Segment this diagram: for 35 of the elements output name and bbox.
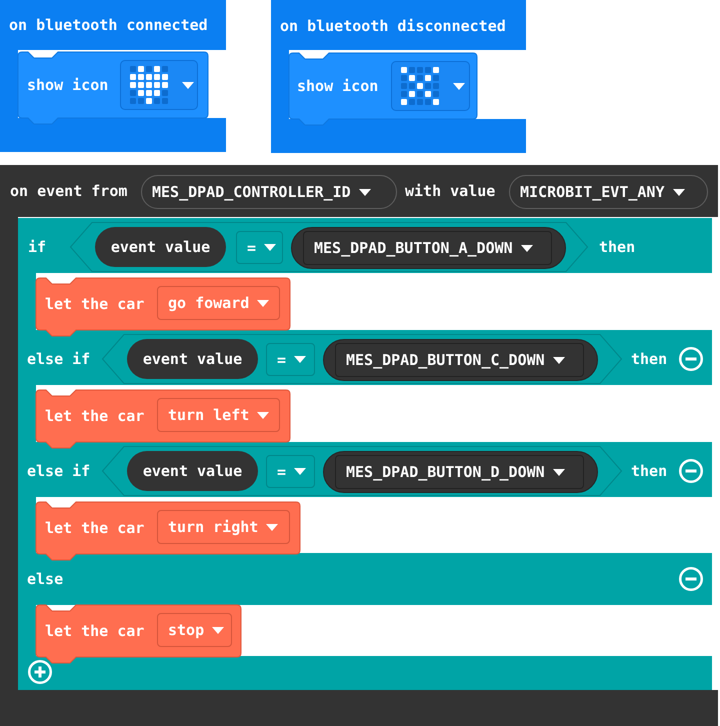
block-text: let the car xyxy=(45,294,144,314)
block-text: then xyxy=(599,237,636,257)
dropdown: MES_DPAD_BUTTON_C_DOWN xyxy=(335,343,584,377)
dropdown: stop xyxy=(157,613,232,647)
block-text: on event from xyxy=(10,181,128,201)
block-text: on bluetooth disconnected xyxy=(280,16,506,36)
block-text: let the car xyxy=(45,406,144,426)
value-reporter xyxy=(323,339,598,381)
block-text: let the car xyxy=(45,518,144,538)
block-text: if xyxy=(28,237,46,257)
block-text: else if xyxy=(27,461,90,481)
block-text: then xyxy=(631,349,668,369)
block-text: show icon xyxy=(27,75,108,95)
block-text: on bluetooth connected xyxy=(9,15,208,35)
value-reporter: event value xyxy=(127,451,258,491)
block-text: let the car xyxy=(45,621,144,641)
dropdown: = xyxy=(266,343,315,376)
block-text: else if xyxy=(27,349,90,369)
value-reporter: event value xyxy=(95,227,226,267)
dropdown: = xyxy=(236,231,283,264)
dropdown: turn right xyxy=(157,510,290,544)
value-reporter xyxy=(291,227,566,269)
value-reporter xyxy=(323,451,598,493)
block-text: show icon xyxy=(297,76,378,96)
block-text: then xyxy=(631,461,668,481)
dropdown: MES_DPAD_BUTTON_D_DOWN xyxy=(335,455,584,489)
dropdown: = xyxy=(266,455,315,488)
block-text: with value xyxy=(405,181,496,201)
dropdown: MES_DPAD_BUTTON_A_DOWN xyxy=(303,231,552,265)
dropdown: turn left xyxy=(157,398,280,432)
block-text: else xyxy=(27,569,64,589)
dropdown: MES_DPAD_CONTROLLER_ID xyxy=(141,175,397,209)
dropdown: MICROBIT_EVT_ANY xyxy=(509,175,708,209)
value-reporter: event value xyxy=(127,339,258,379)
dropdown: go foward xyxy=(157,286,280,320)
